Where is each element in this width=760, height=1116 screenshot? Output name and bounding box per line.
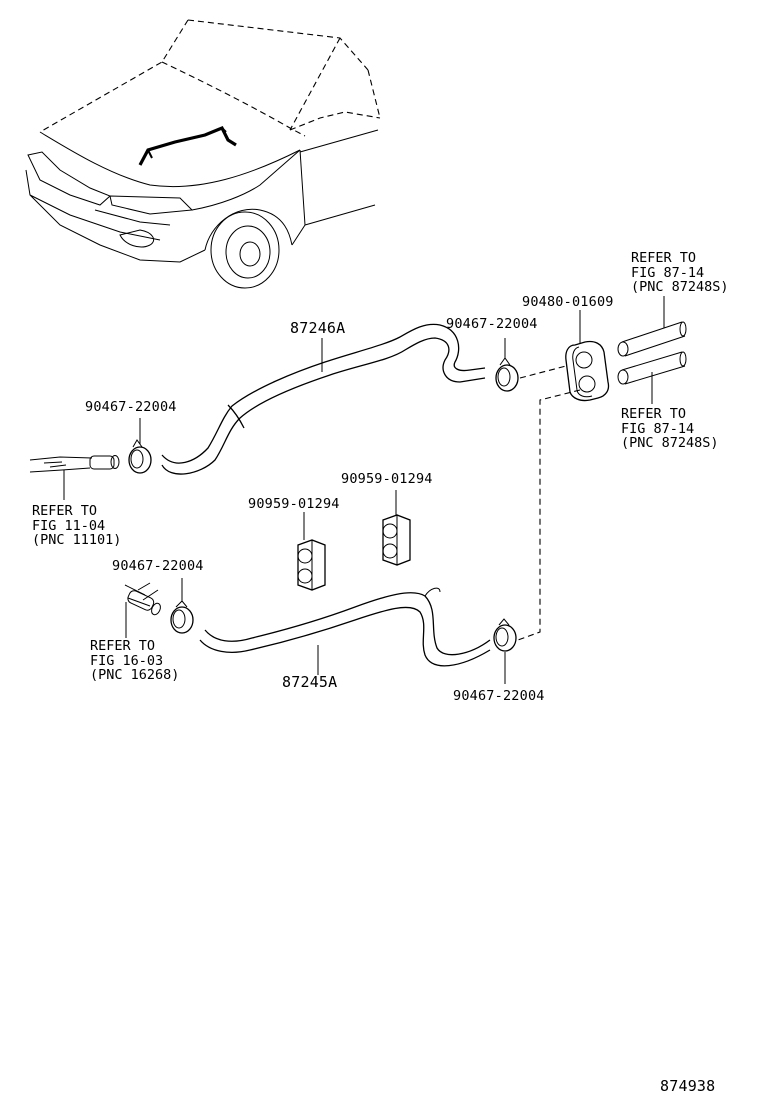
pipes-right bbox=[617, 296, 687, 404]
hose-87245a bbox=[199, 587, 491, 675]
label-hose-87245a: 87245A bbox=[282, 673, 338, 691]
label-clamp-lower-right: 90467-22004 bbox=[453, 688, 545, 704]
label-grommet: 90480-01609 bbox=[522, 294, 614, 310]
clamp-upper-right bbox=[495, 338, 519, 392]
clamp-lower-left bbox=[170, 578, 194, 634]
reference-line: FIG 11-04 bbox=[32, 517, 106, 534]
reference-line: REFER TO bbox=[90, 638, 156, 654]
grommet bbox=[565, 310, 610, 402]
reference-line: (PNC 16268) bbox=[90, 667, 180, 683]
clamp-lower-right bbox=[493, 618, 517, 684]
label-clamp-lower-left: 90467-22004 bbox=[112, 558, 204, 574]
reference-line: FIG 16-03 bbox=[90, 652, 164, 669]
car-illustration bbox=[25, 19, 381, 289]
reference-fig-11-04: REFER TO FIG 11-04 (PNC 11101) bbox=[32, 504, 121, 548]
label-hose-87246a: 87246A bbox=[290, 319, 346, 337]
label-clip-left: 90959-01294 bbox=[248, 496, 340, 512]
reference-fig-87-14-upper: REFER TO FIG 87-14 (PNC 87248S) bbox=[631, 251, 729, 295]
clamp-upper-left bbox=[128, 418, 152, 474]
reference-line: REFER TO bbox=[32, 503, 98, 519]
reference-line: REFER TO bbox=[631, 250, 697, 266]
illustration-number: 874938 bbox=[660, 1077, 716, 1095]
reference-fig-16-03: REFER TO FIG 16-03 (PNC 16268) bbox=[90, 639, 179, 683]
hose-87246a bbox=[161, 323, 486, 475]
dashed-connections bbox=[517, 365, 581, 641]
reference-line: (PNC 87248S) bbox=[621, 435, 719, 451]
reference-fig-87-14-lower: REFER TO FIG 87-14 (PNC 87248S) bbox=[621, 407, 719, 451]
reference-line: FIG 87-14 bbox=[621, 420, 695, 437]
clip-left bbox=[297, 512, 326, 591]
label-clamp-upper-right: 90467-22004 bbox=[446, 316, 538, 332]
reference-line: (PNC 11101) bbox=[32, 532, 122, 548]
label-clip-right: 90959-01294 bbox=[341, 471, 433, 487]
reference-line: FIG 87-14 bbox=[631, 264, 705, 281]
pipe-left-upper bbox=[29, 455, 120, 500]
clip-right bbox=[382, 490, 411, 566]
reference-line: REFER TO bbox=[621, 406, 687, 422]
pipe-left-lower bbox=[124, 582, 161, 638]
reference-line: (PNC 87248S) bbox=[631, 279, 729, 295]
label-clamp-upper-left: 90467-22004 bbox=[85, 399, 177, 415]
